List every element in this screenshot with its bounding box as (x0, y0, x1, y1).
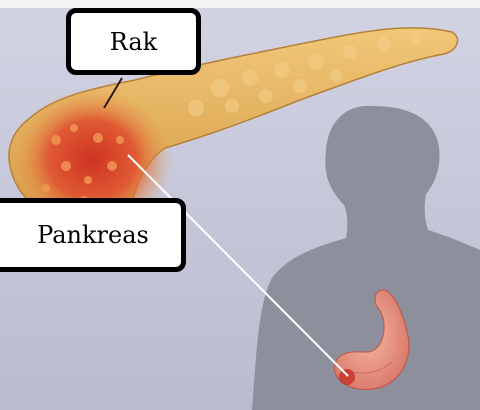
pancreas-label: Pankreas (0, 198, 186, 272)
top-strip (0, 0, 480, 8)
cancer-label: Rak (66, 8, 201, 75)
